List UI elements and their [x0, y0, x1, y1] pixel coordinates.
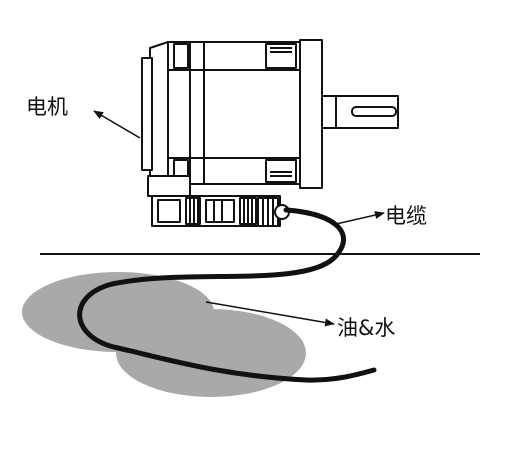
motor-rear-cap — [141, 57, 153, 171]
motor-front-flange — [299, 39, 323, 189]
cable-label: 电缆 — [385, 204, 427, 228]
motor-label: 电机 — [26, 95, 68, 119]
power-cable — [77, 207, 377, 383]
motor-lower-block — [147, 175, 191, 197]
motor-bottom-fins — [173, 159, 297, 183]
oil-water-callout-arrow — [205, 301, 335, 327]
motor-shaft — [321, 95, 399, 129]
motor-top-fins — [173, 43, 297, 69]
motor-callout-arrow — [93, 110, 141, 139]
oil-water-label: 油&水 — [337, 316, 396, 340]
motor-connectors — [151, 195, 281, 227]
servo-motor — [141, 39, 399, 227]
cable-callout-arrow — [335, 211, 385, 225]
